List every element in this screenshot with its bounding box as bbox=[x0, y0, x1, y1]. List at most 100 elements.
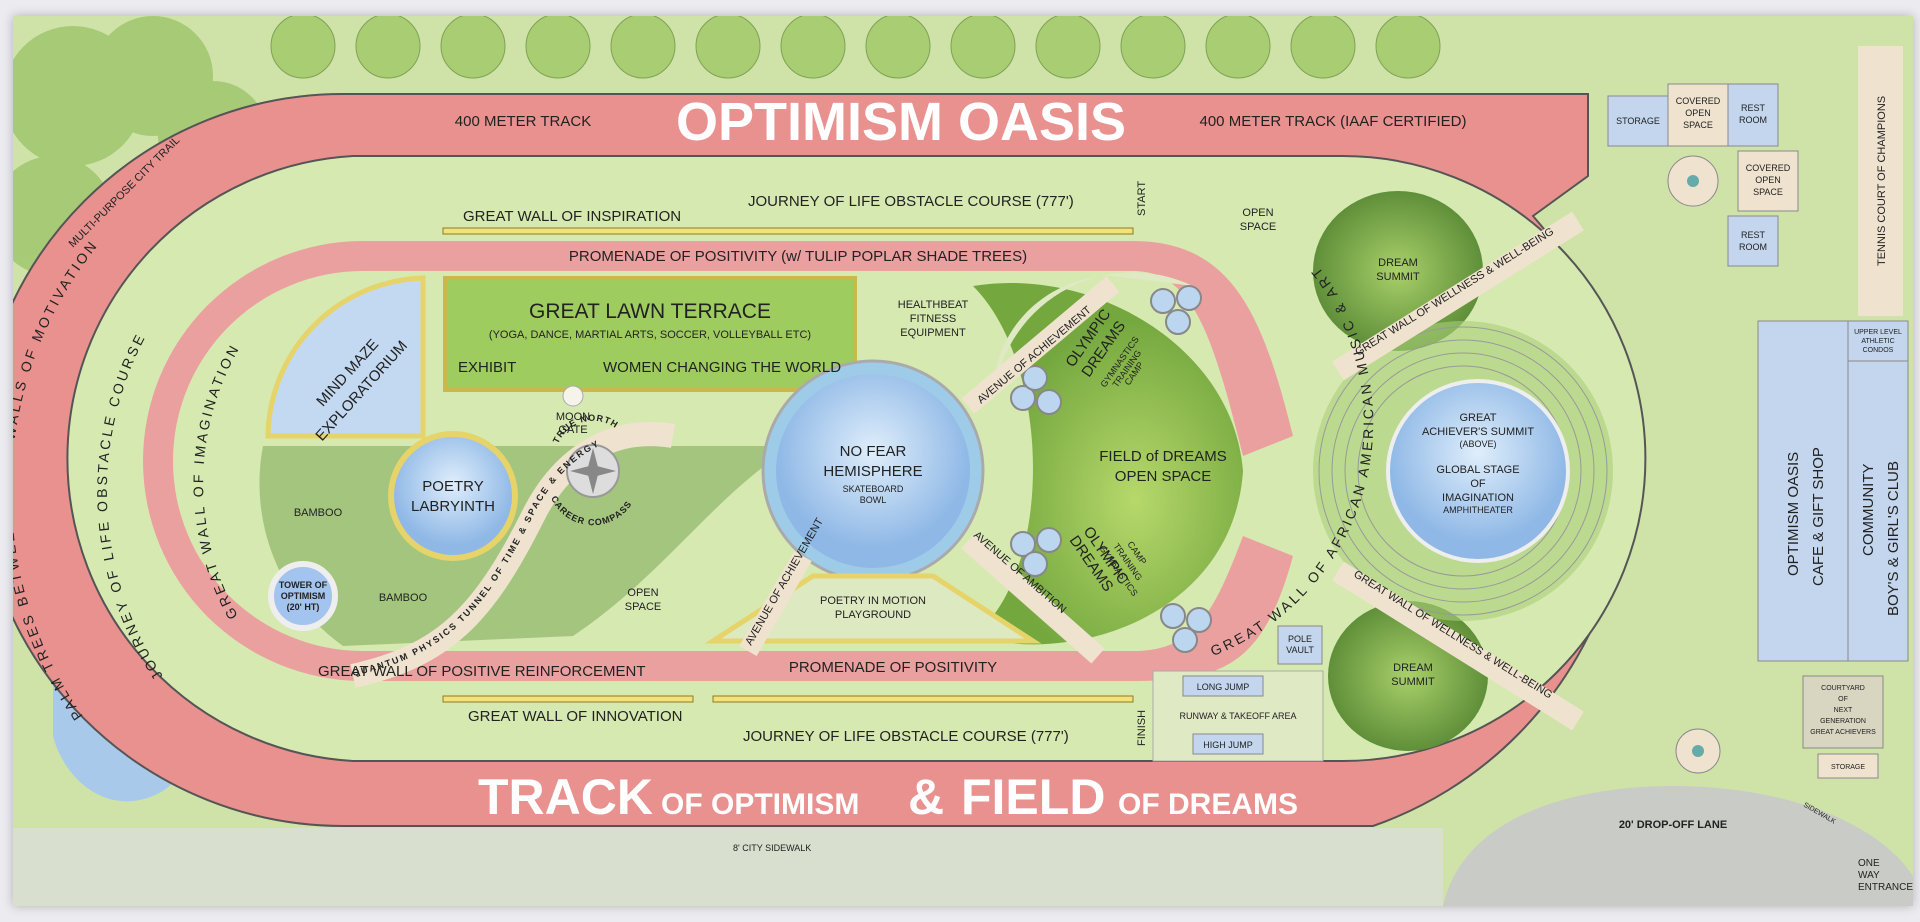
site-plan-svg: OPTIMISM OASIS 400 METER TRACK 400 METER… bbox=[0, 13, 1913, 909]
poetry-labyrinth bbox=[388, 431, 518, 561]
condos-l1: UPPER LEVEL bbox=[1854, 329, 1902, 336]
entrance-l3: ENTRANCE bbox=[1858, 882, 1913, 893]
women-label: WOMEN CHANGING THE WORLD bbox=[603, 359, 841, 376]
cafe-l2: CAFE & GIFT SHOP bbox=[1810, 447, 1827, 586]
street-tree bbox=[355, 13, 421, 79]
high-jump-pit bbox=[1192, 733, 1264, 755]
great-lawn-terrace bbox=[443, 276, 857, 392]
courtyard-l5: GREAT ACHIEVERS bbox=[1810, 729, 1876, 736]
condos-l3: CONDOS bbox=[1863, 347, 1894, 354]
playground-l1: POETRY IN MOTION bbox=[820, 595, 926, 607]
open-space-l2: SPACE bbox=[625, 601, 661, 613]
storage-label: STORAGE bbox=[1616, 116, 1660, 126]
moon-gate-icon bbox=[562, 385, 584, 407]
track-label-right: 400 METER TRACK (IAAF CERTIFIED) bbox=[1200, 113, 1467, 130]
great-lawn-title: GREAT LAWN TERRACE bbox=[529, 300, 771, 323]
exhibit-label: EXHIBIT bbox=[458, 359, 516, 376]
drop-off-lane bbox=[1443, 786, 1913, 906]
subtitle-of-dreams: OF DREAMS bbox=[1118, 788, 1298, 821]
moon-gate-l1: MOON bbox=[556, 411, 590, 423]
tower-l3: (20' HT) bbox=[287, 602, 320, 612]
site-plan: OPTIMISM OASIS 400 METER TRACK 400 METER… bbox=[0, 13, 1913, 909]
club-l1: COMMUNITY bbox=[1860, 464, 1877, 557]
covered-2-l2: OPEN bbox=[1755, 175, 1781, 185]
no-fear-l4: BOWL bbox=[860, 495, 887, 505]
amphi-l7: AMPHITHEATER bbox=[1443, 505, 1513, 515]
poetry-l2: LABRYINTH bbox=[411, 498, 495, 515]
journey-bottom-label: JOURNEY OF LIFE OBSTACLE COURSE (777') bbox=[743, 728, 1069, 745]
healthbeat-l3: EQUIPMENT bbox=[900, 327, 966, 339]
dream-summit-bottom-l1: DREAM bbox=[1393, 662, 1433, 674]
high-jump-label: HIGH JUMP bbox=[1203, 740, 1253, 750]
street-tree bbox=[695, 13, 761, 79]
covered-1-l3: SPACE bbox=[1683, 120, 1713, 130]
moon-gate-l2: GATE bbox=[558, 424, 587, 436]
pole-vault-l1: POLE bbox=[1288, 634, 1312, 644]
restroom-2-l2: ROOM bbox=[1739, 242, 1767, 252]
dropoff-label: 20' DROP-OFF LANE bbox=[1619, 819, 1727, 831]
street-tree bbox=[1035, 13, 1101, 79]
promenade-ring bbox=[143, 241, 1293, 681]
amphi-l4: GLOBAL STAGE bbox=[1436, 464, 1519, 476]
tower-l2: OPTIMISM bbox=[281, 591, 326, 601]
covered-2-l3: SPACE bbox=[1753, 187, 1783, 197]
dream-summit-bottom-l2: SUMMIT bbox=[1391, 676, 1435, 688]
entrance-l2: WAY bbox=[1858, 870, 1880, 881]
street-tree bbox=[780, 13, 846, 79]
restroom-1 bbox=[1727, 83, 1779, 147]
amphi-l6: IMAGINATION bbox=[1442, 492, 1514, 504]
fountain-icon bbox=[1692, 745, 1704, 757]
club-l2: BOY'S & GIRL'S CLUB bbox=[1885, 461, 1902, 616]
no-fear-hemisphere bbox=[776, 374, 970, 568]
avenue-ambition bbox=[961, 533, 1105, 664]
avenue-achievement-upper bbox=[961, 276, 1120, 414]
covered-1-l2: OPEN bbox=[1685, 108, 1711, 118]
street-tree bbox=[610, 13, 676, 79]
storage-2-label: STORAGE bbox=[1831, 764, 1865, 771]
cafe-l1: OPTIMISM OASIS bbox=[1785, 452, 1802, 576]
amphi-l2: ACHIEVER'S SUMMIT bbox=[1422, 426, 1534, 438]
start-label: START bbox=[1136, 181, 1148, 216]
promenade-bottom-label: PROMENADE OF POSITIVITY bbox=[789, 659, 997, 676]
courtyard-l1: COURTYARD bbox=[1821, 685, 1865, 692]
wellness-wall-top bbox=[1332, 211, 1584, 381]
wall-bars bbox=[442, 227, 1134, 703]
pole-vault-pit bbox=[1277, 625, 1323, 665]
healthbeat-l1: HEALTHBEAT bbox=[898, 299, 969, 311]
fountain-icon bbox=[1687, 175, 1699, 187]
open-space-top-l2: SPACE bbox=[1240, 221, 1276, 233]
field-dreams-l1: FIELD of DREAMS bbox=[1099, 448, 1227, 465]
city-sidewalk bbox=[13, 828, 1443, 906]
city-sidewalk-label: 8' CITY SIDEWALK bbox=[733, 843, 811, 853]
amphi-l1: GREAT bbox=[1459, 412, 1496, 424]
wellness-wall-bottom bbox=[1332, 561, 1584, 731]
long-jump-label: LONG JUMP bbox=[1197, 682, 1250, 692]
street-tree bbox=[440, 13, 506, 79]
street-tree bbox=[865, 13, 931, 79]
runway-label: RUNWAY & TAKEOFF AREA bbox=[1179, 711, 1296, 721]
no-fear-l1: NO FEAR bbox=[840, 443, 907, 460]
poetry-l1: POETRY bbox=[422, 478, 483, 495]
covered-2-l1: COVERED bbox=[1746, 163, 1791, 173]
covered-open-space-1 bbox=[1667, 83, 1729, 147]
dream-summit-top-l2: SUMMIT bbox=[1376, 271, 1420, 283]
street-tree bbox=[525, 13, 591, 79]
long-jump-pit bbox=[1182, 675, 1264, 697]
avenue-achievement-lower bbox=[739, 550, 812, 657]
track-label-left: 400 METER TRACK bbox=[455, 113, 591, 130]
compass-star-icon bbox=[570, 448, 616, 494]
covered-open-space-2 bbox=[1737, 150, 1799, 212]
wall-reinforcement-label: GREAT WALL OF POSITIVE REINFORCEMENT bbox=[318, 663, 646, 680]
subtitle-track: TRACK bbox=[478, 769, 653, 825]
healthbeat-l2: FITNESS bbox=[910, 313, 956, 325]
restroom-2 bbox=[1727, 215, 1779, 267]
finish-label: FINISH bbox=[1136, 710, 1148, 746]
global-stage bbox=[1386, 379, 1570, 563]
tennis-court bbox=[1858, 46, 1903, 316]
street-tree bbox=[1290, 13, 1356, 79]
street-tree bbox=[1205, 13, 1271, 79]
restroom-2-l1: REST bbox=[1741, 230, 1766, 240]
storage-building-2 bbox=[1817, 753, 1879, 779]
open-space-l1: OPEN bbox=[627, 587, 658, 599]
street-tree bbox=[1120, 13, 1186, 79]
